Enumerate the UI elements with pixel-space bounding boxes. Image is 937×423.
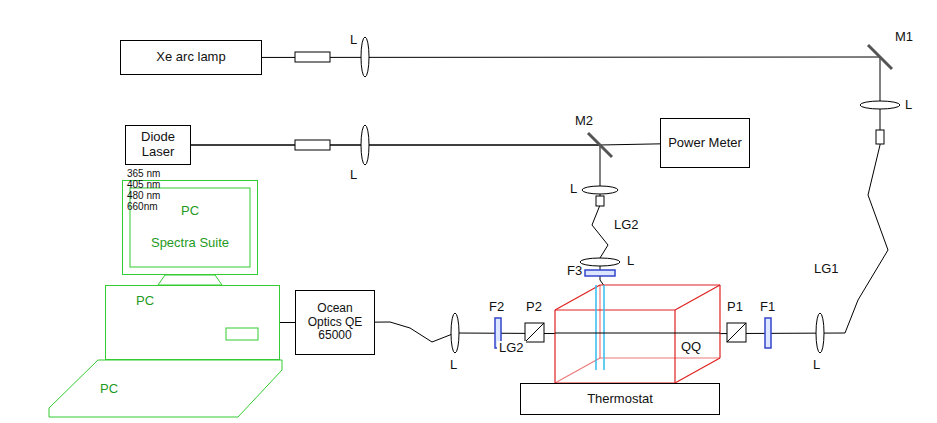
excitation-beam	[603, 285, 605, 370]
polarizer	[727, 323, 746, 342]
polarizer-diagonal	[727, 323, 746, 342]
cuvette-edge	[675, 358, 720, 383]
part-label: M2	[575, 114, 593, 128]
filter	[585, 270, 615, 276]
cuvette-edge	[555, 358, 600, 383]
part-label: M1	[895, 30, 913, 44]
node-title: PC	[136, 294, 154, 309]
wavelength-label: 660nm	[127, 201, 158, 212]
lens	[451, 313, 459, 353]
fiber-connector	[876, 130, 884, 144]
cuvette-shape	[555, 285, 720, 383]
cuvette-edge	[600, 284, 720, 285]
cuvette-edge	[675, 285, 720, 310]
monitor-stand	[158, 275, 222, 285]
part-label: L	[570, 182, 577, 196]
part-label: L	[350, 33, 357, 47]
laptop-shape	[48, 360, 283, 418]
fiber-connector	[295, 52, 330, 62]
node-title: PC	[181, 204, 199, 219]
cuvette-edge	[555, 309, 675, 310]
beam-connector	[280, 322, 295, 323]
thermostat-box: Thermostat	[520, 383, 720, 415]
part-label: L	[450, 358, 457, 372]
lens	[816, 313, 824, 353]
lens	[361, 125, 369, 165]
cuvette-edge	[674, 310, 675, 383]
lens	[860, 101, 900, 109]
lens	[361, 37, 369, 77]
wavelength-label: 405 nm	[127, 179, 160, 190]
fiber-label: LG2	[612, 218, 641, 232]
node-title: QQ	[681, 340, 701, 355]
wavelength-label: 365 nm	[127, 168, 160, 179]
pc-case-shape	[106, 286, 279, 359]
mirror	[868, 45, 892, 69]
part-label: L	[905, 98, 912, 112]
node-title: Power Meter	[668, 136, 742, 151]
wavelength-label: 480 nm	[127, 190, 160, 201]
part-label: F1	[760, 300, 775, 314]
part-label: P2	[526, 300, 542, 314]
part-label: P1	[727, 300, 743, 314]
polarizer	[525, 323, 544, 342]
power-meter-box: Power Meter	[660, 118, 750, 168]
node-title: Ocean Optics QE 65000	[304, 302, 366, 343]
cuvette-edge	[599, 285, 600, 358]
fiber-connector	[295, 140, 330, 150]
lens	[580, 258, 620, 266]
laptop: PC	[48, 360, 283, 418]
node-body: Spectra Suite	[151, 236, 229, 251]
polarizer-diagonal	[525, 323, 544, 342]
node-title: Thermostat	[587, 392, 653, 407]
cuvette: QQ	[555, 285, 720, 383]
cuvette-edge	[554, 310, 555, 383]
part-label: L	[813, 358, 820, 372]
drive-slot	[226, 328, 258, 340]
cuvette-edge	[600, 357, 720, 358]
lamp-box: Xe arc lamp	[120, 40, 262, 75]
part-label: L	[350, 168, 357, 182]
probe-beam	[555, 333, 720, 334]
node-title: Diode Laser	[130, 130, 186, 160]
laser-box: Diode Laser	[125, 125, 191, 165]
filter	[765, 318, 771, 348]
part-label: F3	[567, 264, 582, 278]
spectrometer-box: Ocean Optics QE 65000	[295, 290, 375, 355]
fiber-label: LG1	[812, 262, 841, 276]
pc-case: PC	[105, 285, 280, 360]
fiber-connector	[596, 196, 604, 206]
fiber-label: LG2	[497, 341, 526, 355]
mirror	[588, 133, 612, 157]
node-title: PC	[100, 382, 118, 397]
part-label: L	[627, 254, 634, 268]
cuvette-edge	[555, 285, 600, 310]
node-title: Xe arc lamp	[156, 50, 225, 65]
lens	[582, 186, 618, 194]
laptop-outline	[49, 360, 282, 417]
cuvette-edge	[719, 285, 720, 358]
excitation-beam	[595, 285, 597, 370]
beam-connector	[375, 322, 555, 342]
part-label: F2	[489, 300, 504, 314]
